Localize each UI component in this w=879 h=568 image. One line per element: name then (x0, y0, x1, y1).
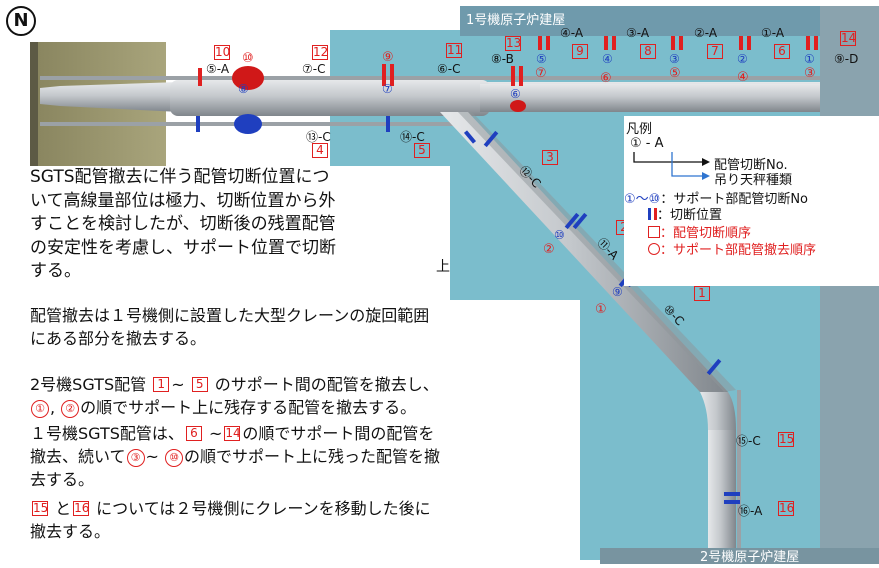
pipe-label: ⑦-C (302, 62, 326, 76)
support-cut-number: ③ (669, 52, 680, 66)
cut-order-box: 4 (312, 143, 328, 158)
removal-order-circle: ① (595, 302, 607, 317)
cut-order-box: 8 (640, 44, 656, 59)
pipe-label: ⑨-D (834, 52, 859, 66)
north-arrow-icon: N (6, 6, 36, 36)
pipe-label: ⑤-A (206, 62, 230, 76)
legend-arrows (633, 152, 710, 180)
removal-order-circle: ③ (804, 66, 816, 81)
legend-removal-order: ：サポート部配管撤去順序 (660, 243, 817, 258)
cut-markers (198, 36, 818, 86)
support-cut-number: ⑧ (238, 82, 249, 96)
unit2-building-strip (600, 548, 879, 564)
legend-hanger: 吊り天秤種類 (714, 173, 793, 188)
legend-cut-order: ：配管切断順序 (660, 226, 752, 241)
removal-order-circle: ⑥ (600, 71, 612, 86)
cut-order-box: 7 (707, 44, 723, 59)
removal-order-circle: ② (543, 242, 555, 257)
support-cut-number: ④ (602, 52, 613, 66)
left-wall (38, 42, 166, 182)
pipe-label: ⑧-B (491, 52, 514, 66)
legend: 凡例 ① - A 配管切断No. 吊り天秤種類 ①〜⑩：サポート部配管切断No … (624, 116, 879, 286)
pipe-label: ⑯-A (738, 504, 763, 518)
unit1-building-label: 1号機原子炉建屋 (466, 13, 566, 28)
thin-pipe-upper (40, 76, 820, 80)
cut-order-box: 13 (505, 36, 522, 51)
cut-order-box: 5 (414, 143, 430, 158)
cut-order-box: 16 (778, 501, 795, 516)
support-cut-number: ① (804, 52, 815, 66)
description-paragraph-1: SGTS配管撤去に伴う配管切断位置につ いて高線量部位は極力、切断位置から外 す… (30, 166, 450, 300)
cut-order-box: 9 (572, 44, 588, 59)
cut-order-box: 15 (778, 432, 795, 447)
legend-title: 凡例 (626, 122, 653, 137)
pipe-label: ⑥-C (437, 62, 461, 76)
removal-order-circle: ⑩ (242, 51, 254, 66)
cut-order-box: 11 (446, 43, 463, 58)
support-cut-number: ⑦ (382, 82, 393, 96)
legend-red-bar (654, 208, 657, 220)
pipe-label: ⑭-C (400, 130, 425, 144)
support-cut-number: ⑤ (536, 52, 547, 66)
legend-square-icon (648, 226, 660, 238)
pipe-label: ②-A (694, 26, 718, 40)
pipe-elbow (700, 392, 736, 430)
removal-order-circle: ④ (737, 70, 749, 85)
stray-label: 上 (436, 259, 450, 275)
large-pipe-section (170, 80, 490, 116)
removal-order-circle: ⑨ (382, 50, 394, 65)
description-paragraph-2: 配管撤去は１号機側に設置した大型クレーンの旋回範囲 にある部分を撤去する。 2号… (30, 300, 580, 564)
legend-cut-position: ：切断位置 (657, 208, 723, 223)
pipe-label: ③-A (626, 26, 650, 40)
legend-cut-no: 配管切断No. (714, 158, 788, 173)
cut-order-box: 1 (694, 286, 710, 301)
cut-order-box: 6 (774, 44, 790, 59)
legend-support-text: ：サポート部配管切断No (660, 192, 808, 207)
unit2-building-label: 2号機原子炉建屋 (700, 550, 800, 565)
support-cut-number: ② (737, 52, 748, 66)
vertical-pipe (708, 430, 736, 548)
support-cut-number: ⑨ (612, 285, 623, 299)
legend-circle-icon (648, 243, 660, 255)
removal-order-circle: ⑦ (535, 66, 547, 81)
legend-support-range: ①〜⑩ (624, 192, 661, 207)
pipe-label: ④-A (560, 26, 584, 40)
pipe-label: ①-A (761, 26, 785, 40)
support-cut-number: ⑩ (554, 228, 565, 242)
cut-order-box: 10 (214, 45, 231, 60)
unit1-building-strip (460, 6, 820, 36)
legend-blue-bar (648, 208, 651, 220)
cut-order-box: 3 (542, 150, 558, 165)
cut-order-box: 12 (312, 45, 329, 60)
removal-order-circle: ⑤ (669, 66, 681, 81)
legend-example: ① - A (630, 136, 664, 151)
pipe-label: ⑮-C (736, 434, 761, 448)
red-hanger (232, 66, 264, 90)
blue-support (234, 114, 262, 134)
pipe-label: ⑬-C (306, 130, 331, 144)
support-cut-number: ⑥ (510, 87, 521, 101)
cut-order-box: 14 (840, 31, 857, 46)
diagonal-pipe (440, 112, 728, 392)
